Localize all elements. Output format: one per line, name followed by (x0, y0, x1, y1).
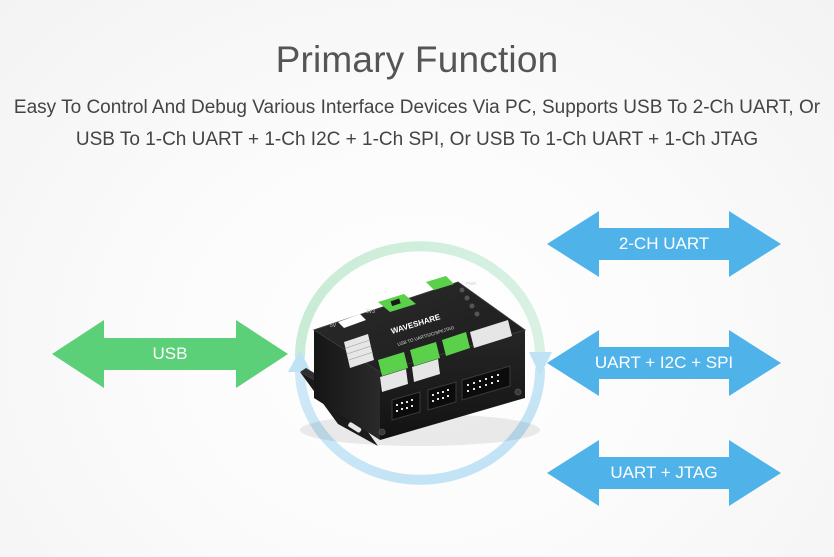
mount-hole-3 (348, 422, 362, 433)
ring-arrowhead-left (288, 350, 311, 372)
label-3v3: 3V3 (366, 309, 375, 315)
usb-arrow (52, 320, 288, 388)
description-line-1: Easy To Control And Debug Various Interf… (13, 97, 821, 118)
screw (514, 388, 522, 396)
function-block-3 (442, 332, 470, 356)
description-line-2: USB To 1-Ch UART + 1-Ch I2C + 1-Ch SPI, … (75, 129, 759, 150)
device-illustration: 5V 3V3 WAVESHARE USB TO UART/I2C/SPI/JTA… (300, 276, 540, 446)
pwr-label: PWR (466, 281, 477, 286)
mode-label-uart-i2c-spi: UART + I2C + SPI (594, 353, 734, 372)
mode-label-uart-jtag: UART + JTAG (610, 463, 718, 482)
pin-headers (391, 365, 511, 421)
function-table (470, 320, 512, 348)
usb-label: USB (152, 344, 188, 363)
pinout-table (344, 334, 374, 368)
function-block-2 (410, 342, 440, 366)
screw (378, 428, 386, 436)
flow-ring (288, 241, 552, 485)
mode-arrow-uart-i2c-spi (547, 330, 781, 396)
mode-arrow-2ch-uart (547, 211, 781, 277)
jumper-block (426, 276, 454, 290)
voltage-switch (338, 314, 366, 328)
function-block-1 (378, 352, 408, 376)
mode-label-2ch-uart: 2-CH UART (618, 234, 710, 253)
label-5v: 5V (330, 323, 337, 329)
page-title: Primary Function (275, 38, 559, 80)
mode-arrow-uart-jtag (547, 440, 781, 506)
ring-arrowhead-right (529, 352, 552, 376)
